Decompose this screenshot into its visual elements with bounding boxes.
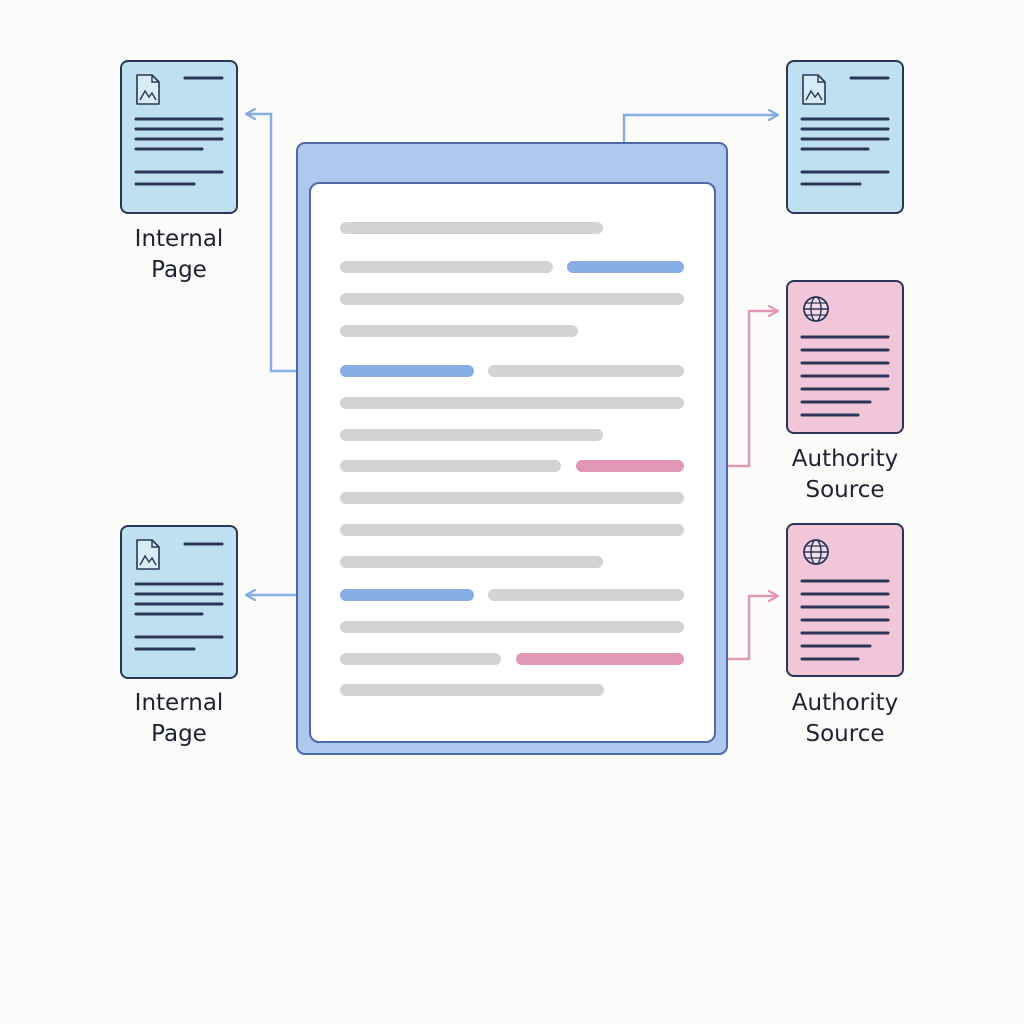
image-icon <box>136 74 160 105</box>
label-line: Internal <box>134 690 224 716</box>
authority-source-bottom[interactable] <box>786 523 904 677</box>
internal-page-top-label: Internal Page <box>79 224 279 286</box>
internal-page-bottom-label: Internal Page <box>79 688 279 750</box>
image-icon <box>136 539 160 570</box>
label-line: Page <box>151 257 207 283</box>
internal-page-bottom[interactable] <box>120 525 238 679</box>
label-line: Source <box>805 721 885 747</box>
document-lines <box>340 222 684 696</box>
label-line: Authority <box>791 446 899 472</box>
image-icon <box>802 74 826 105</box>
authority-source-top[interactable] <box>786 280 904 434</box>
label-line: Page <box>151 721 207 747</box>
internal-page-top[interactable] <box>120 60 238 214</box>
label-line: Authority <box>791 690 899 716</box>
label-line: Source <box>805 477 885 503</box>
globe-icon <box>803 539 829 565</box>
authority-source-top-label: Authority Source <box>745 444 945 506</box>
label-line: Internal <box>134 226 224 252</box>
internal-page-top-right[interactable] <box>786 60 904 214</box>
source-document <box>296 142 728 755</box>
globe-icon <box>803 296 829 322</box>
authority-source-bottom-label: Authority Source <box>745 688 945 750</box>
